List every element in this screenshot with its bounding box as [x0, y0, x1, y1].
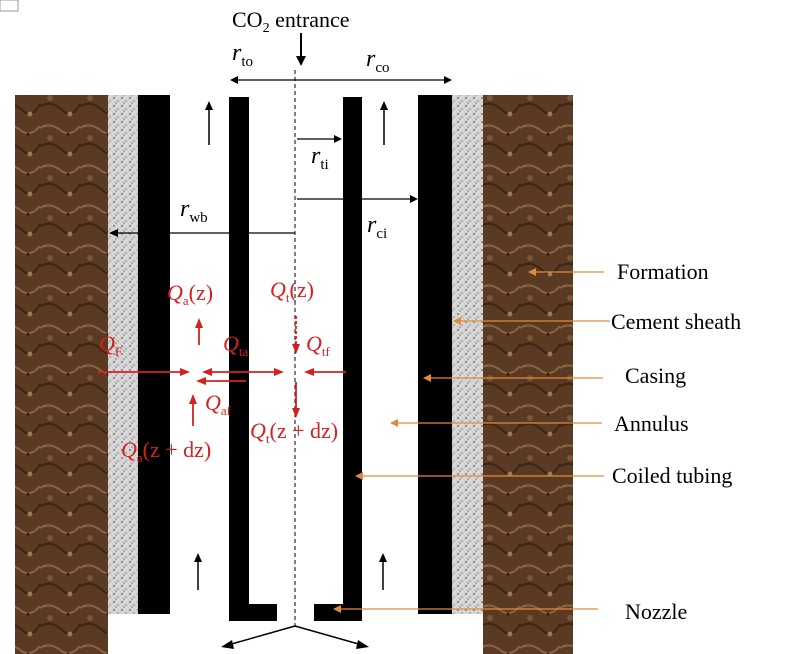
rto-label: rto [232, 40, 253, 70]
cement-left [108, 95, 138, 614]
coiled-tubing-label: Coiled tubing [612, 463, 732, 488]
formation-left [15, 95, 108, 654]
rwb-label: rwb [180, 196, 208, 226]
corner-mark [0, 0, 19, 12]
annulus-upflow-arrowheads [194, 101, 388, 562]
rco-label: rco [366, 46, 390, 76]
leader-lines [339, 271, 610, 610]
qaf-label: Qaf [205, 390, 232, 418]
jet-arrow-left [227, 625, 296, 646]
jet-arrow-right [294, 625, 363, 646]
qtf-label: Qtf [306, 331, 331, 359]
qta-label: Qta [223, 331, 249, 359]
casing-right [418, 95, 452, 614]
formation-right [483, 95, 573, 654]
coiled-tubing-right [314, 97, 362, 621]
co2-entrance-label: CO2 entrance [232, 7, 350, 36]
qt-zdz-label: Qt(z + dz) [250, 418, 338, 446]
cement-sheath-label: Cement sheath [611, 309, 741, 334]
formation-label: Formation [617, 259, 709, 284]
nozzle-label: Nozzle [625, 599, 687, 624]
qa-z-label: Qa(z) [167, 280, 213, 308]
annulus-upflow-arrows [197, 108, 385, 590]
rti-label: rti [311, 143, 329, 173]
coiled-tubing-left [229, 97, 277, 621]
casing-left [138, 95, 170, 614]
leader-arrowheads [333, 268, 536, 613]
cement-right [452, 95, 483, 614]
rci-label: rci [367, 212, 387, 242]
annulus-label: Annulus [614, 411, 689, 436]
casing-label: Casing [625, 363, 686, 388]
qt-z-label: Qt(z) [270, 277, 314, 305]
qa-zdz-label: Qa(z + dz) [121, 437, 211, 465]
qf-label: QF [99, 331, 122, 359]
co2-entrance-arrowhead [296, 56, 306, 66]
